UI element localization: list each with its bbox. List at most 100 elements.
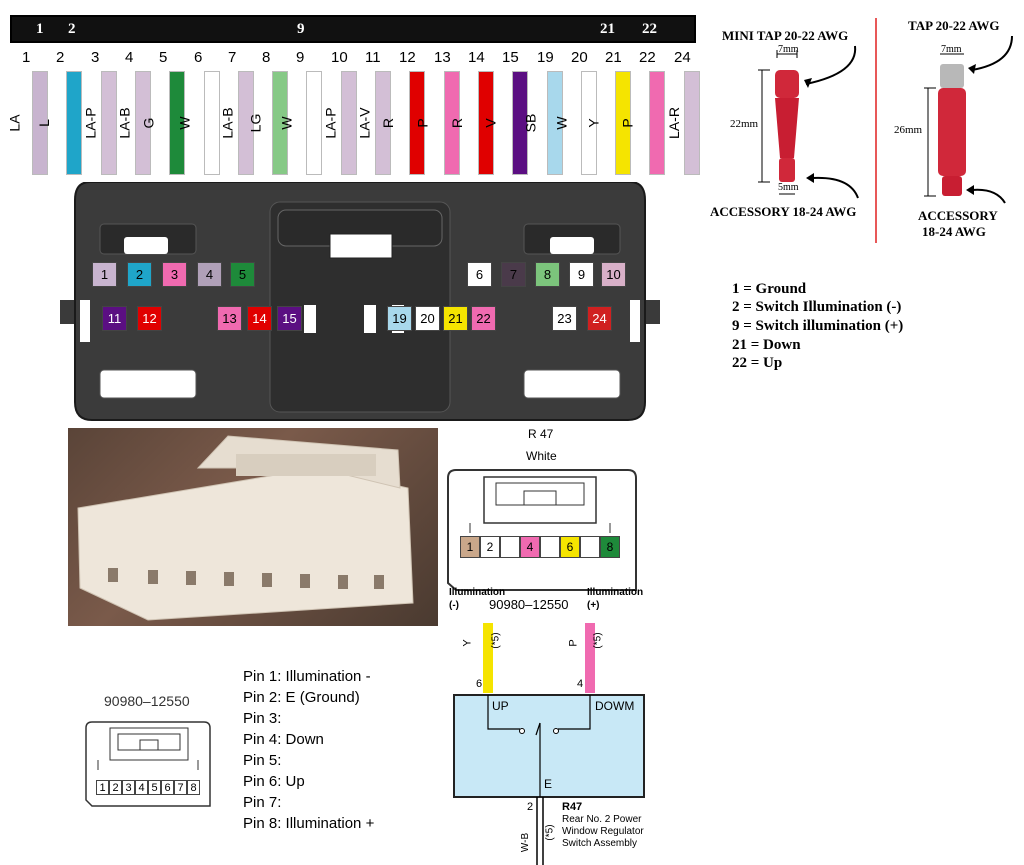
wire-color-bar	[341, 71, 357, 175]
legend-pin: 1	[732, 281, 740, 297]
pin-description: Pin 2: E (Ground)	[243, 689, 360, 706]
pin-description: Pin 8: Illumination +	[243, 815, 375, 832]
white-connector-photo-image	[77, 435, 414, 621]
schematic-pin	[580, 536, 600, 558]
pin-description: Pin 4: Down	[243, 731, 324, 748]
legend-item: 21 = Down	[732, 337, 801, 354]
schematic-pin: 4	[520, 536, 540, 558]
illum-right-sign: (+)	[587, 600, 600, 611]
wire-color-bar	[169, 71, 185, 175]
wire-color-label: W	[176, 116, 193, 130]
wire-pin-number: 3	[91, 49, 100, 66]
tap-top-dim: 7mm	[941, 44, 962, 55]
legend-item: 9 = Switch illumination (+)	[732, 318, 903, 335]
pin-description-list: Pin 1: Illumination - Pin 2: E (Ground) …	[243, 668, 374, 836]
wire-pin-number: 1	[22, 49, 31, 66]
wire-pin-number: 8	[262, 49, 271, 66]
legend-text: = Switch illumination (+)	[743, 318, 904, 334]
schematic-pin: 1	[460, 536, 480, 558]
wire-color-label: LA-B	[219, 107, 236, 139]
wire-color-label: R	[449, 117, 466, 129]
wire-color-label: V	[482, 118, 499, 128]
tap-title: TAP 20-22 AWG	[908, 18, 1000, 33]
strip-bar-number: 1	[36, 21, 44, 37]
legend-item: 1 = Ground	[732, 281, 806, 298]
wire-color-label: LA-V	[356, 107, 373, 139]
connector-pin: 1	[92, 262, 117, 287]
bottom-pin-number: 2	[527, 801, 534, 813]
wire-color-label: LA-P	[322, 107, 339, 139]
wire-color-bar	[135, 71, 151, 175]
wire-right-note: (*5)	[592, 632, 604, 649]
illum-left-sign: (-)	[449, 600, 459, 611]
wire-color-label: LA-R	[665, 107, 682, 139]
bottom-wire-color: W-B	[520, 832, 532, 853]
wire-color-bar	[66, 71, 82, 175]
wire-color-label: P	[619, 118, 636, 128]
connector-pin: 15	[277, 306, 302, 331]
switch-desc-line1: Rear No. 2 Power	[562, 814, 642, 825]
connector-pin: 13	[217, 306, 242, 331]
wire-color-bar	[478, 71, 494, 175]
connector-pin: 3	[162, 262, 187, 287]
legend-text: = Switch Illumination (-)	[743, 299, 902, 315]
wire-color-label: G	[140, 117, 157, 129]
connector-pin: 7	[501, 262, 526, 287]
small-connector-pin: 2	[109, 780, 122, 795]
wire-pin-number: 14	[468, 49, 485, 66]
small-connector-pin: 5	[148, 780, 161, 795]
switch-down-label: DOWM	[595, 699, 635, 713]
wire-pin-number: 4	[125, 49, 134, 66]
mini-tap-bottom-dim: 5mm	[778, 182, 799, 193]
switch-up-label: UP	[492, 699, 509, 713]
schematic-pin	[500, 536, 520, 558]
wire-pin-number: 10	[331, 49, 348, 66]
wire-color-label: LA	[6, 114, 23, 132]
wire-color-label: R	[380, 117, 397, 129]
illum-left-label: Illumination	[449, 587, 506, 598]
connector-pin: 11	[102, 306, 127, 331]
connector-pin: 12	[137, 306, 162, 331]
pin-description: Pin 3:	[243, 710, 282, 727]
schematic-subtitle: White	[526, 449, 557, 463]
connector-pin: 19	[387, 306, 412, 331]
wire-pin-number: 19	[537, 49, 554, 66]
wire-pin-number: 24	[674, 49, 691, 66]
wire-color-bar	[581, 71, 597, 175]
pin-description: Pin 1: Illumination -	[243, 668, 371, 685]
left-pin-number: 6	[476, 678, 483, 690]
wire-color-bar	[409, 71, 425, 175]
connector-pin: 14	[247, 306, 272, 331]
schematic-drawing	[447, 469, 645, 865]
wire-color-label: LG	[247, 113, 264, 133]
wire-color-bar	[32, 71, 48, 175]
tap-accessory-line1: ACCESSORY	[918, 208, 998, 223]
connector-housing	[60, 182, 660, 421]
wire-color-bar	[375, 71, 391, 175]
wire-pin-number: 21	[605, 49, 622, 66]
legend-pin: 9	[732, 318, 740, 334]
small-connector-pin: 7	[174, 780, 187, 795]
connector-pin: 8	[535, 262, 560, 287]
strip-header-bar: 1 2 9 21 22	[10, 15, 696, 43]
connector-pin: 2	[127, 262, 152, 287]
connector-pin: 6	[467, 262, 492, 287]
wire-pin-number: 20	[571, 49, 588, 66]
strip-bar-number: 21	[600, 21, 615, 37]
wire-pin-number: 12	[399, 49, 416, 66]
tap-accessory-line2: 18-24 AWG	[922, 224, 986, 239]
wire-color-label: LA-B	[116, 107, 133, 139]
connector-pin: 20	[415, 306, 440, 331]
wire-color-label: W	[553, 116, 570, 130]
schematic-pin: 2	[480, 536, 500, 558]
connector-pin: 24	[587, 306, 612, 331]
mini-tap-top-dim: 7mm	[778, 44, 799, 55]
small-connector-pin: 1	[96, 780, 109, 795]
wire-color-bar	[615, 71, 631, 175]
legend-item: 22 = Up	[732, 355, 782, 372]
schematic-title: R 47	[528, 427, 554, 441]
mini-tap-accessory: ACCESSORY 18-24 AWG	[710, 204, 857, 219]
